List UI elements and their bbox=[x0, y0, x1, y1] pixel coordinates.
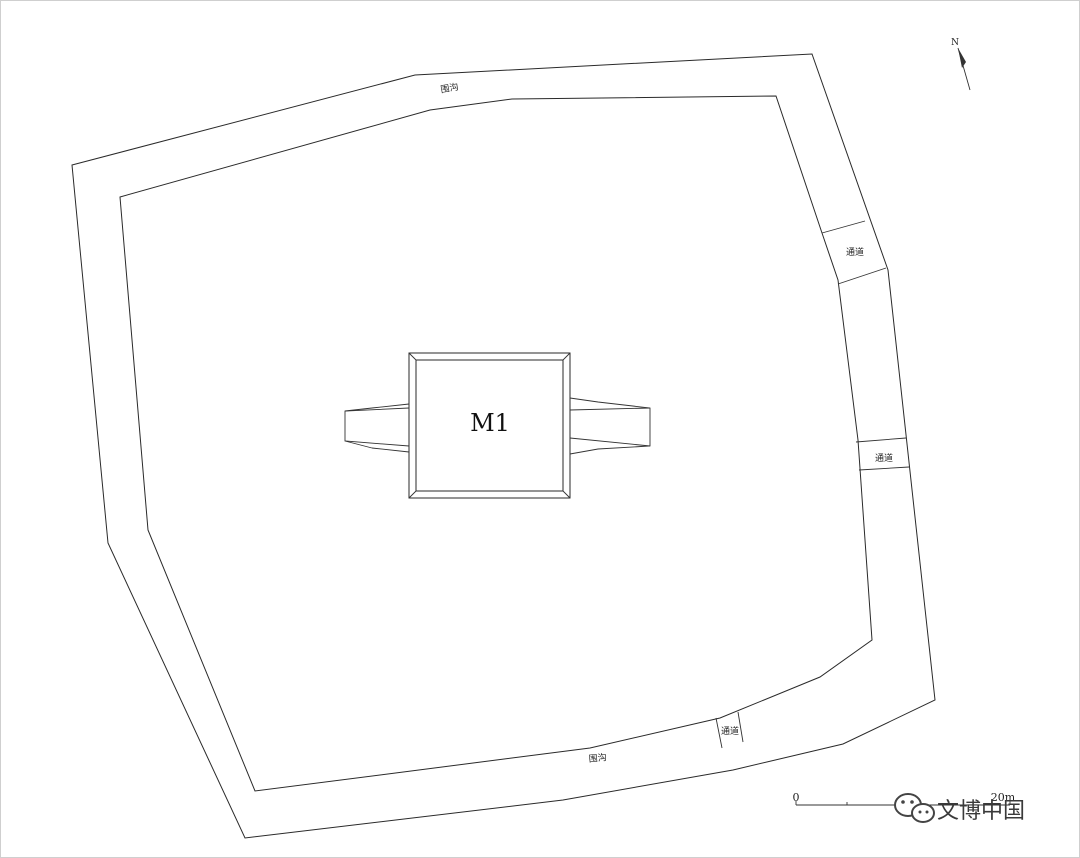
tomb-m1: M1 bbox=[344, 352, 651, 499]
moat-outer-outline bbox=[71, 53, 936, 839]
tomb-inner-wall bbox=[415, 359, 564, 492]
passage-label-3: 通道 bbox=[721, 725, 739, 737]
tomb-east-ramp bbox=[569, 397, 651, 455]
passage-label-1: 通道 bbox=[846, 246, 864, 258]
tomb-label: M1 bbox=[470, 409, 510, 437]
north-arrow-head-icon bbox=[958, 48, 966, 68]
watermark-text: 文博中国 bbox=[937, 799, 1025, 824]
moat-label-south: 围沟 bbox=[588, 751, 607, 765]
passage-label-2: 通道 bbox=[875, 452, 893, 464]
passage-3-edge-west bbox=[715, 717, 723, 749]
wechat-logo-icon bbox=[894, 793, 935, 823]
passage-1-edge-north bbox=[821, 220, 866, 234]
passage-3-edge-east bbox=[737, 711, 744, 743]
passage-2-edge-south bbox=[858, 466, 910, 471]
passage-2-edge-north bbox=[855, 437, 907, 443]
north-label: N bbox=[951, 38, 959, 48]
watermark: 文博中国 bbox=[894, 793, 1025, 824]
tomb-west-ramp bbox=[344, 407, 410, 447]
passage-1-edge-south bbox=[837, 267, 887, 285]
scale-start-label: 0 bbox=[793, 791, 800, 804]
scale-end-label: 20m bbox=[991, 791, 1016, 804]
north-arrow: N bbox=[951, 38, 971, 91]
moat-inner-outline bbox=[119, 95, 873, 792]
tomb-outer-wall bbox=[408, 352, 571, 499]
moat-label-north: 围沟 bbox=[440, 81, 460, 96]
